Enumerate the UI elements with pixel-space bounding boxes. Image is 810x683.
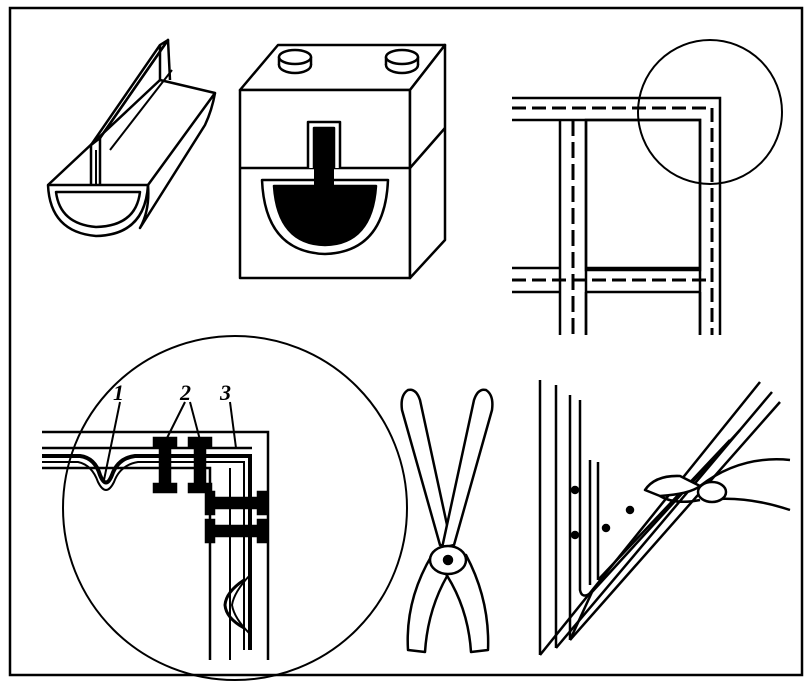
pliers-icon [400, 388, 494, 654]
frame-pliers-icon [538, 380, 791, 656]
die-block-icon [238, 43, 447, 280]
rivet-icon [187, 436, 213, 494]
t-profile-strip-icon [46, 38, 217, 238]
rivet-icon [204, 518, 268, 544]
bolt-icon [384, 48, 420, 75]
corner-detail-icon [42, 335, 408, 681]
rivet-icon [152, 436, 178, 494]
callout-label-2: 2 [179, 380, 191, 405]
figure-border [8, 6, 804, 677]
rivet-icon [204, 490, 268, 516]
frame-assembly-icon [512, 39, 783, 335]
callout-label-3: 3 [219, 380, 231, 405]
callout-label-1: 1 [113, 380, 124, 405]
bolt-icon [277, 48, 313, 75]
